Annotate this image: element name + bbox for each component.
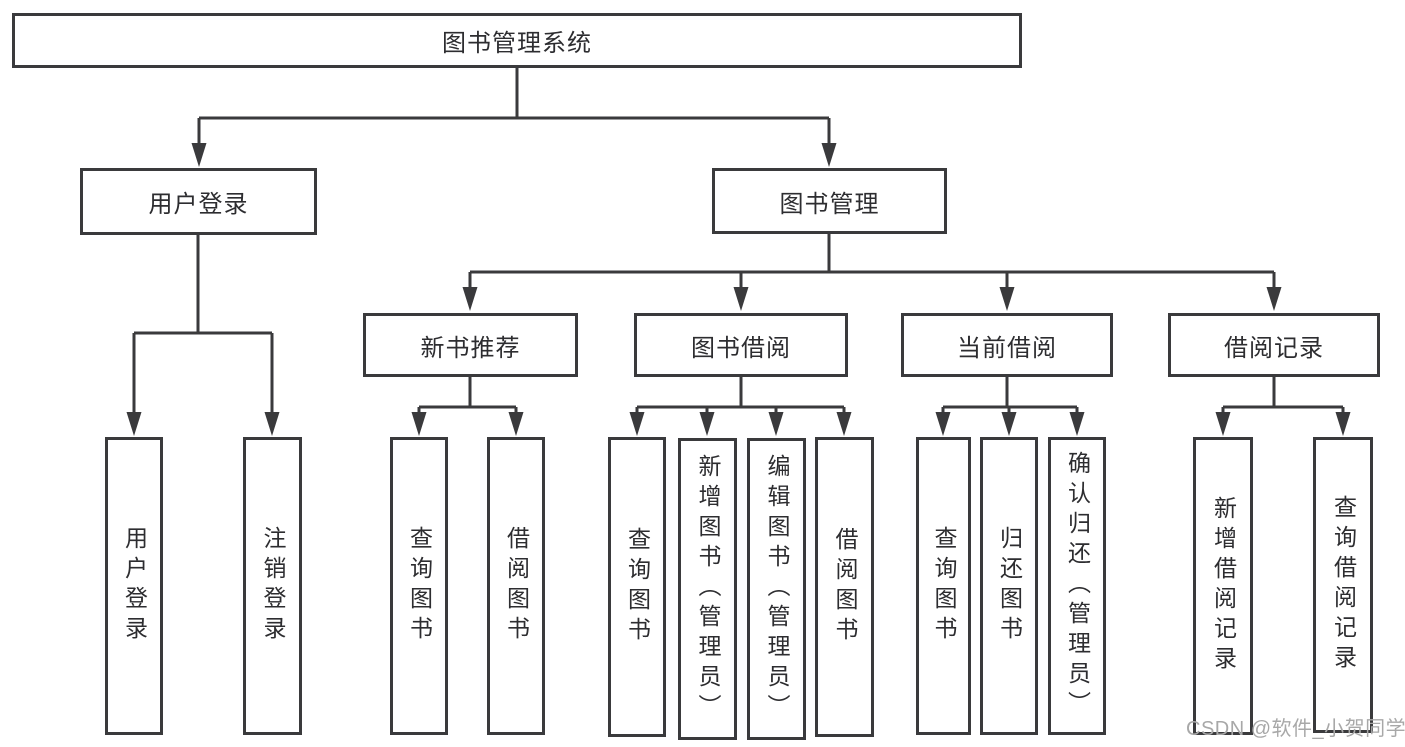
leaf-logout: 注销登录 (243, 437, 302, 735)
leaf-cb-return-books-label: 归还图书 (996, 526, 1023, 646)
node-new-books: 新书推荐 (363, 313, 578, 377)
leaf-cb-return-books: 归还图书 (980, 437, 1038, 735)
leaf-bb-query-books: 查询图书 (608, 437, 666, 737)
leaf-bb-borrow-books: 借阅图书 (815, 437, 874, 737)
leaf-br-query-record: 查询借阅记录 (1313, 437, 1373, 733)
leaf-nb-query-books-label: 查询图书 (406, 526, 433, 646)
node-book-borrow-label: 图书借阅 (691, 334, 791, 362)
node-book-mgmt: 图书管理 (712, 168, 947, 234)
node-root: 图书管理系统 (12, 13, 1022, 68)
leaf-cb-query-books-label: 查询图书 (931, 526, 957, 646)
node-borrow-records: 借阅记录 (1168, 313, 1380, 377)
leaf-bb-edit-books: 编辑图书（管理员） (747, 438, 806, 740)
leaf-br-add-record-label: 新增借阅记录 (1210, 496, 1237, 676)
node-borrow-records-label: 借阅记录 (1224, 334, 1324, 362)
leaf-bb-add-books: 新增图书（管理员） (678, 438, 737, 740)
node-user-login-label: 用户登录 (148, 191, 249, 218)
node-book-mgmt-label: 图书管理 (779, 190, 880, 218)
leaf-bb-borrow-books-label: 借阅图书 (832, 527, 858, 647)
csdn-watermark: CSDN @软件_小贺同学 (1186, 718, 1405, 740)
node-book-borrow: 图书借阅 (634, 313, 848, 377)
leaf-user-login-label: 用户登录 (121, 526, 148, 646)
leaf-nb-borrow-books-label: 借阅图书 (503, 526, 530, 646)
leaf-br-add-record: 新增借阅记录 (1193, 437, 1253, 735)
leaf-user-login: 用户登录 (105, 437, 163, 735)
node-current-borrow-label: 当前借阅 (957, 334, 1057, 362)
leaf-bb-query-books-label: 查询图书 (624, 527, 651, 647)
leaf-br-query-record-label: 查询借阅记录 (1330, 495, 1357, 675)
leaf-nb-query-books: 查询图书 (390, 437, 448, 735)
node-user-login: 用户登录 (80, 168, 317, 235)
leaf-nb-borrow-books: 借阅图书 (487, 437, 545, 735)
node-new-books-label: 新书推荐 (420, 334, 521, 362)
leaf-cb-query-books: 查询图书 (916, 437, 971, 735)
leaf-cb-confirm-return-label: 确认归还（管理员） (1064, 451, 1091, 721)
leaf-bb-add-books-label: 新增图书（管理员） (695, 454, 721, 724)
node-root-label: 图书管理系统 (442, 30, 592, 57)
node-current-borrow: 当前借阅 (901, 313, 1113, 377)
leaf-logout-label: 注销登录 (260, 526, 286, 646)
leaf-cb-confirm-return: 确认归还（管理员） (1048, 437, 1106, 735)
leaf-bb-edit-books-label: 编辑图书（管理员） (764, 454, 790, 724)
